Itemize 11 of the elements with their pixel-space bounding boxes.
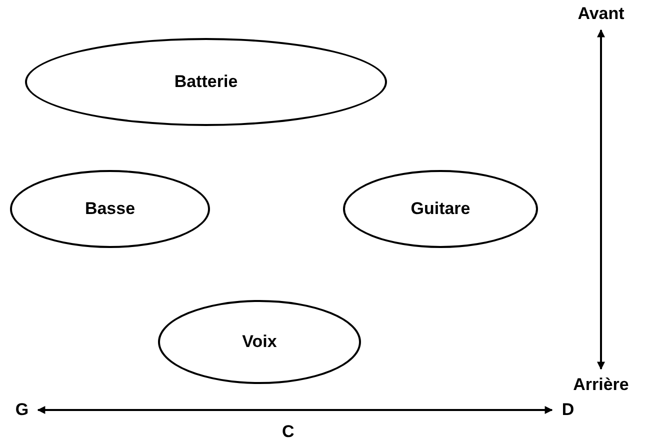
node-label: Batterie [174, 72, 238, 92]
axis-label: G [15, 400, 29, 420]
node-label: Basse [84, 199, 136, 219]
axis-label: D [562, 400, 574, 420]
axis-label: Arrière [573, 375, 629, 395]
node-label: Voix [242, 332, 277, 352]
node-label: Guitare [410, 199, 470, 219]
axis-label: Avant [578, 4, 624, 24]
double-arrow [597, 29, 605, 370]
axis-label: C [282, 422, 294, 442]
double-arrow [37, 406, 553, 414]
